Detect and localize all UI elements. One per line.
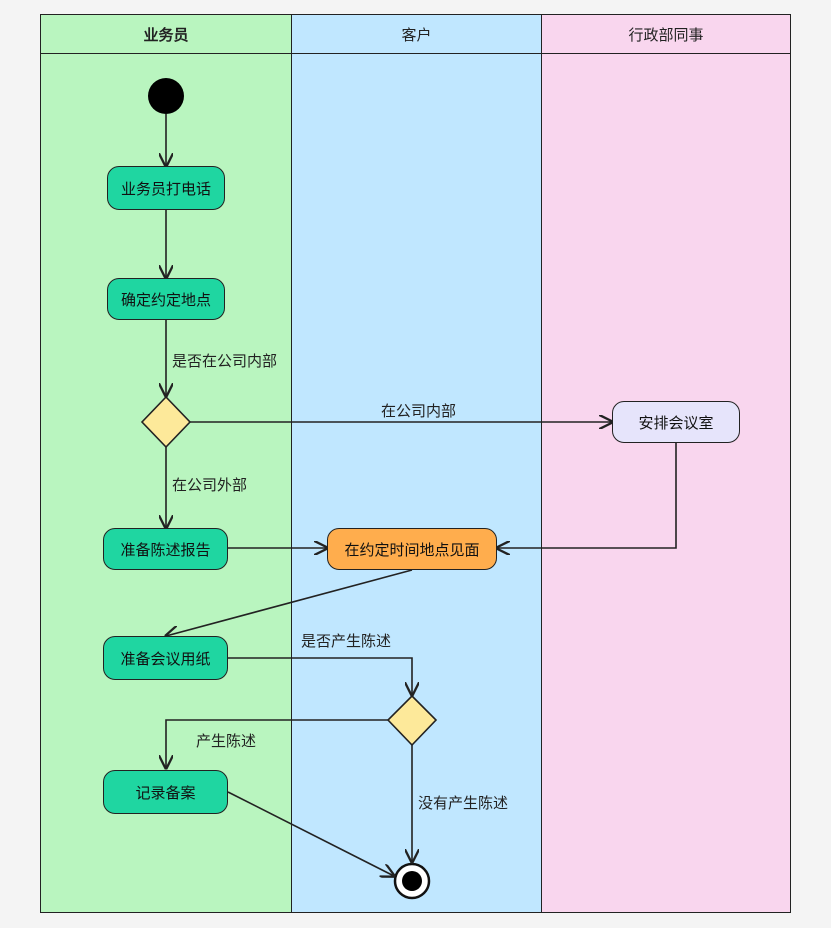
edge-meet-paper — [166, 569, 413, 636]
label-internal: 在公司内部 — [381, 402, 457, 420]
activity-prepare-paper: 准备会议用纸 — [103, 636, 228, 680]
label-statement-question: 是否产生陈述 — [301, 632, 392, 650]
decision-statement — [386, 694, 438, 747]
end-node-dot — [402, 871, 422, 891]
activity-call: 业务员打电话 — [107, 166, 225, 210]
swimlane-admin: 行政部同事 — [541, 14, 791, 913]
edge-record-end — [227, 791, 394, 876]
activity-decide-place: 确定约定地点 — [107, 278, 225, 320]
label-is-internal: 是否在公司内部 — [172, 352, 278, 370]
swimlane-customer: 客户 — [291, 14, 542, 913]
edge-paper-decision — [228, 657, 412, 695]
label-statement-no: 没有产生陈述 — [418, 794, 509, 812]
edge-room-meet — [497, 443, 677, 548]
lane-header-customer: 客户 — [292, 15, 541, 54]
activity-arrange-room: 安排会议室 — [612, 401, 740, 443]
lane-header-salesperson: 业务员 — [41, 15, 291, 54]
activity-prepare-report: 准备陈述报告 — [103, 528, 228, 570]
decision-location — [140, 395, 192, 449]
activity-record: 记录备案 — [103, 770, 228, 814]
start-node — [148, 78, 184, 114]
edge-statement-yes — [166, 719, 388, 768]
lane-header-admin: 行政部同事 — [542, 15, 790, 54]
label-statement-yes: 产生陈述 — [196, 732, 257, 750]
label-external: 在公司外部 — [172, 476, 248, 494]
activity-meet: 在约定时间地点见面 — [327, 528, 497, 570]
